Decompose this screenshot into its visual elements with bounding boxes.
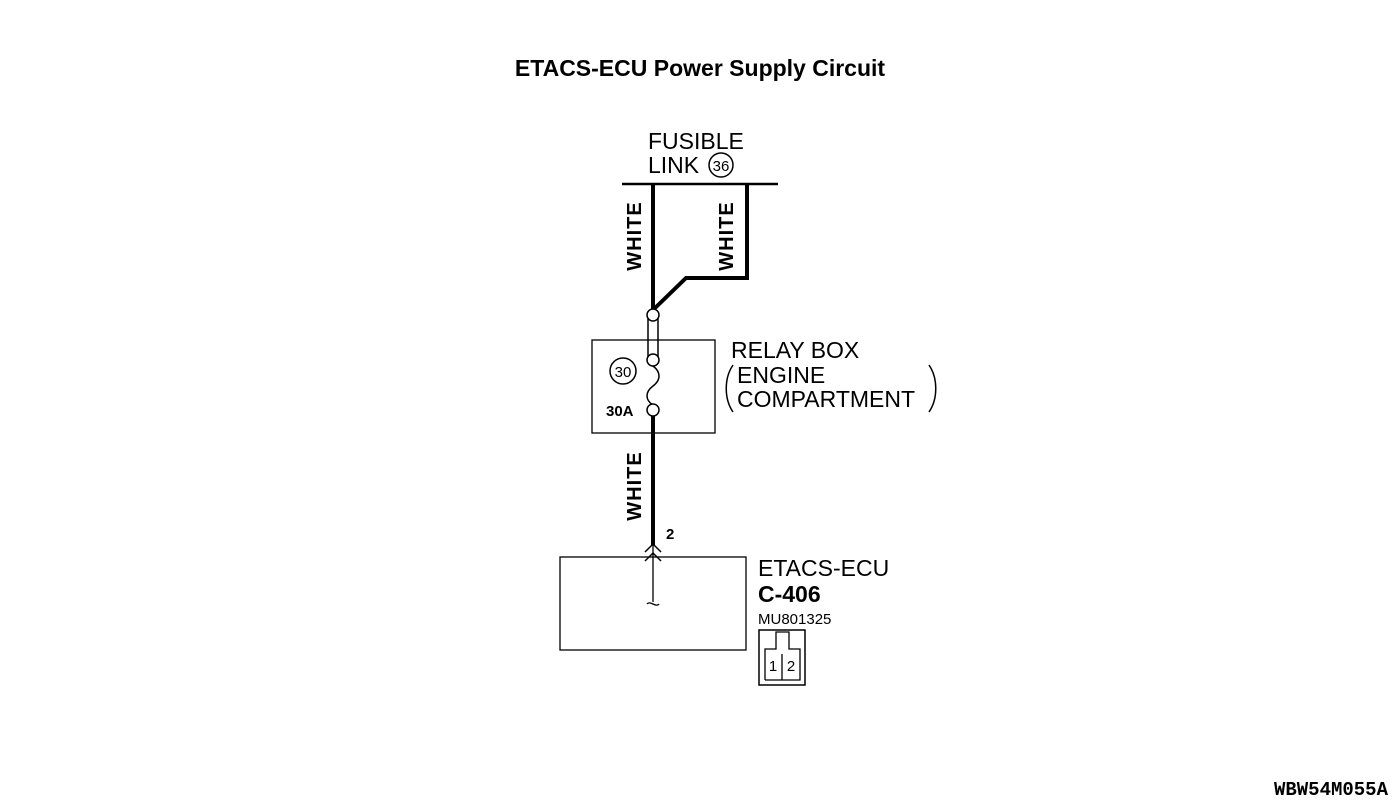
ecu-connector-arrow [644, 542, 662, 606]
wire-label-left-upper: WHITE [624, 201, 646, 270]
ecu-pin-number: 2 [666, 526, 674, 543]
etacs-ecu-box [559, 556, 747, 651]
fusible-link-label-line2: LINK [648, 152, 700, 178]
relay-box-label-line1: RELAY BOX [731, 337, 859, 363]
fuse-number: 30 [615, 364, 632, 381]
fusible-link-number-badge: 36 [708, 152, 734, 178]
fuse-symbol [646, 308, 660, 417]
etacs-ecu-name: ETACS-ECU [758, 555, 889, 581]
fusible-link-number: 36 [713, 158, 730, 175]
connector-pin-2: 2 [787, 658, 795, 675]
connector-face-icon: 1 2 [758, 629, 806, 686]
relay-box-left-paren [725, 364, 734, 413]
connector-pin-1: 1 [769, 658, 777, 675]
diagram-title: ETACS-ECU Power Supply Circuit [515, 55, 886, 81]
wire-label-lower: WHITE [624, 451, 646, 520]
relay-box-right-paren [928, 364, 937, 413]
fuse-rating: 30A [606, 403, 634, 420]
relay-box-label-line3: COMPARTMENT [737, 386, 915, 412]
figure-id: WBW54M055A [1274, 779, 1389, 801]
wire-label-right-upper: WHITE [716, 201, 738, 270]
etacs-ecu-connector: C-406 [758, 581, 821, 607]
fuse-number-badge: 30 [609, 357, 637, 385]
etacs-ecu-part-number: MU801325 [758, 611, 831, 628]
fusible-link-label-line1: FUSIBLE [648, 128, 744, 154]
wire-right-upper [651, 184, 749, 312]
relay-box-label-line2: ENGINE [737, 362, 825, 388]
